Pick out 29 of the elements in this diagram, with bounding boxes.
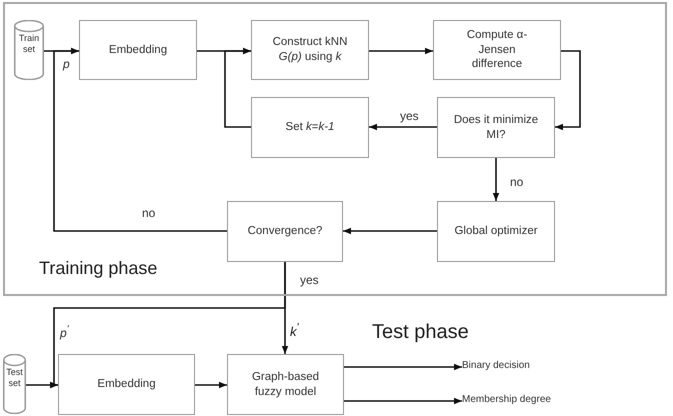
arrow [344, 364, 462, 370]
phase-title: Test phase [372, 321, 469, 344]
process-box: Embedding [79, 20, 197, 80]
output-label: Binary decision [462, 360, 530, 371]
process-box: Does it minimize MI? [437, 97, 555, 158]
arrow [224, 48, 251, 128]
arrow [555, 50, 581, 130]
edge-label: p$^{'}$ [58, 324, 71, 340]
process-box: Compute α-Jensen difference [433, 20, 561, 80]
process-box: Set k=k-1 [251, 97, 369, 158]
output-label: Membership degree [462, 394, 551, 405]
data-store-label: Train set [18, 33, 40, 55]
variable-label: k$^{'}$ [290, 322, 299, 340]
data-store-label: Test set [5, 367, 24, 389]
process-box: Global optimizer [437, 201, 555, 262]
process-box: Embedding [58, 354, 195, 415]
process-box: Construct kNN G(p) using k [251, 20, 369, 80]
arrow [53, 48, 227, 232]
arrow [195, 382, 227, 388]
arrow [26, 382, 58, 388]
phase-panel [3, 2, 667, 296]
arrow [344, 398, 462, 404]
arrow [492, 158, 500, 201]
arrow [343, 228, 437, 234]
arrow [369, 124, 437, 130]
process-box: Convergence? [227, 201, 343, 262]
arrow [369, 48, 433, 54]
process-box: Graph-based fuzzy model [227, 354, 344, 415]
phase-title: Training phase [39, 258, 158, 279]
